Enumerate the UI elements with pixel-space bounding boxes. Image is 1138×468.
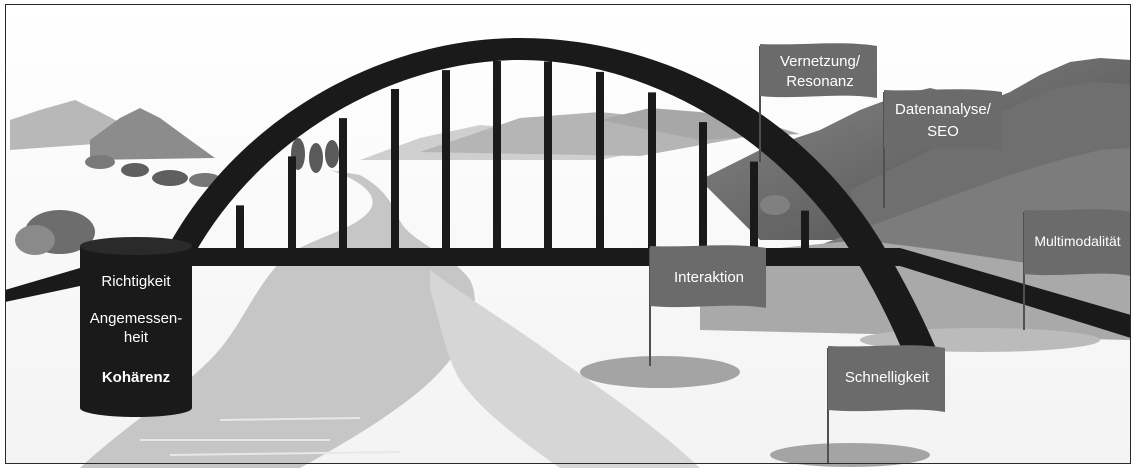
pillar bbox=[80, 237, 192, 417]
bridge-hangers bbox=[236, 60, 809, 250]
pillar-label-angemessenheit-2: heit bbox=[123, 329, 149, 346]
flag-label-schnelligkeit: Schnelligkeit bbox=[844, 369, 930, 386]
flag-label-multimodalitaet: Multimodalität bbox=[1034, 233, 1121, 249]
pillar-label-kohaerenz: Kohärenz bbox=[101, 369, 171, 386]
bridge-arch bbox=[160, 38, 945, 370]
flag-label-datenanalyse-1: Datenanalyse/ bbox=[895, 101, 991, 118]
flag-interaktion bbox=[650, 245, 766, 308]
flags bbox=[650, 43, 1131, 412]
flag-label-vernetzung-2: Resonanz bbox=[786, 73, 854, 90]
flag-label-datenanalyse-2: SEO bbox=[927, 123, 959, 140]
right-approach bbox=[900, 248, 1131, 338]
flag-vernetzung bbox=[760, 43, 877, 98]
left-vegetation bbox=[15, 138, 802, 255]
pillar-label-richtigkeit: Richtigkeit bbox=[101, 273, 171, 290]
flag-datenanalyse bbox=[884, 89, 1002, 150]
left-approach bbox=[5, 268, 80, 302]
flag-label-vernetzung-1: Vernetzung/ bbox=[779, 53, 861, 70]
bridge-deck bbox=[180, 248, 900, 266]
flag-multimodalitaet bbox=[1024, 209, 1131, 276]
flag-schnelligkeit bbox=[828, 345, 945, 412]
pillar-label-angemessenheit-1: Angemessen- bbox=[89, 310, 183, 327]
flag-label-interaktion: Interaktion bbox=[673, 269, 745, 286]
